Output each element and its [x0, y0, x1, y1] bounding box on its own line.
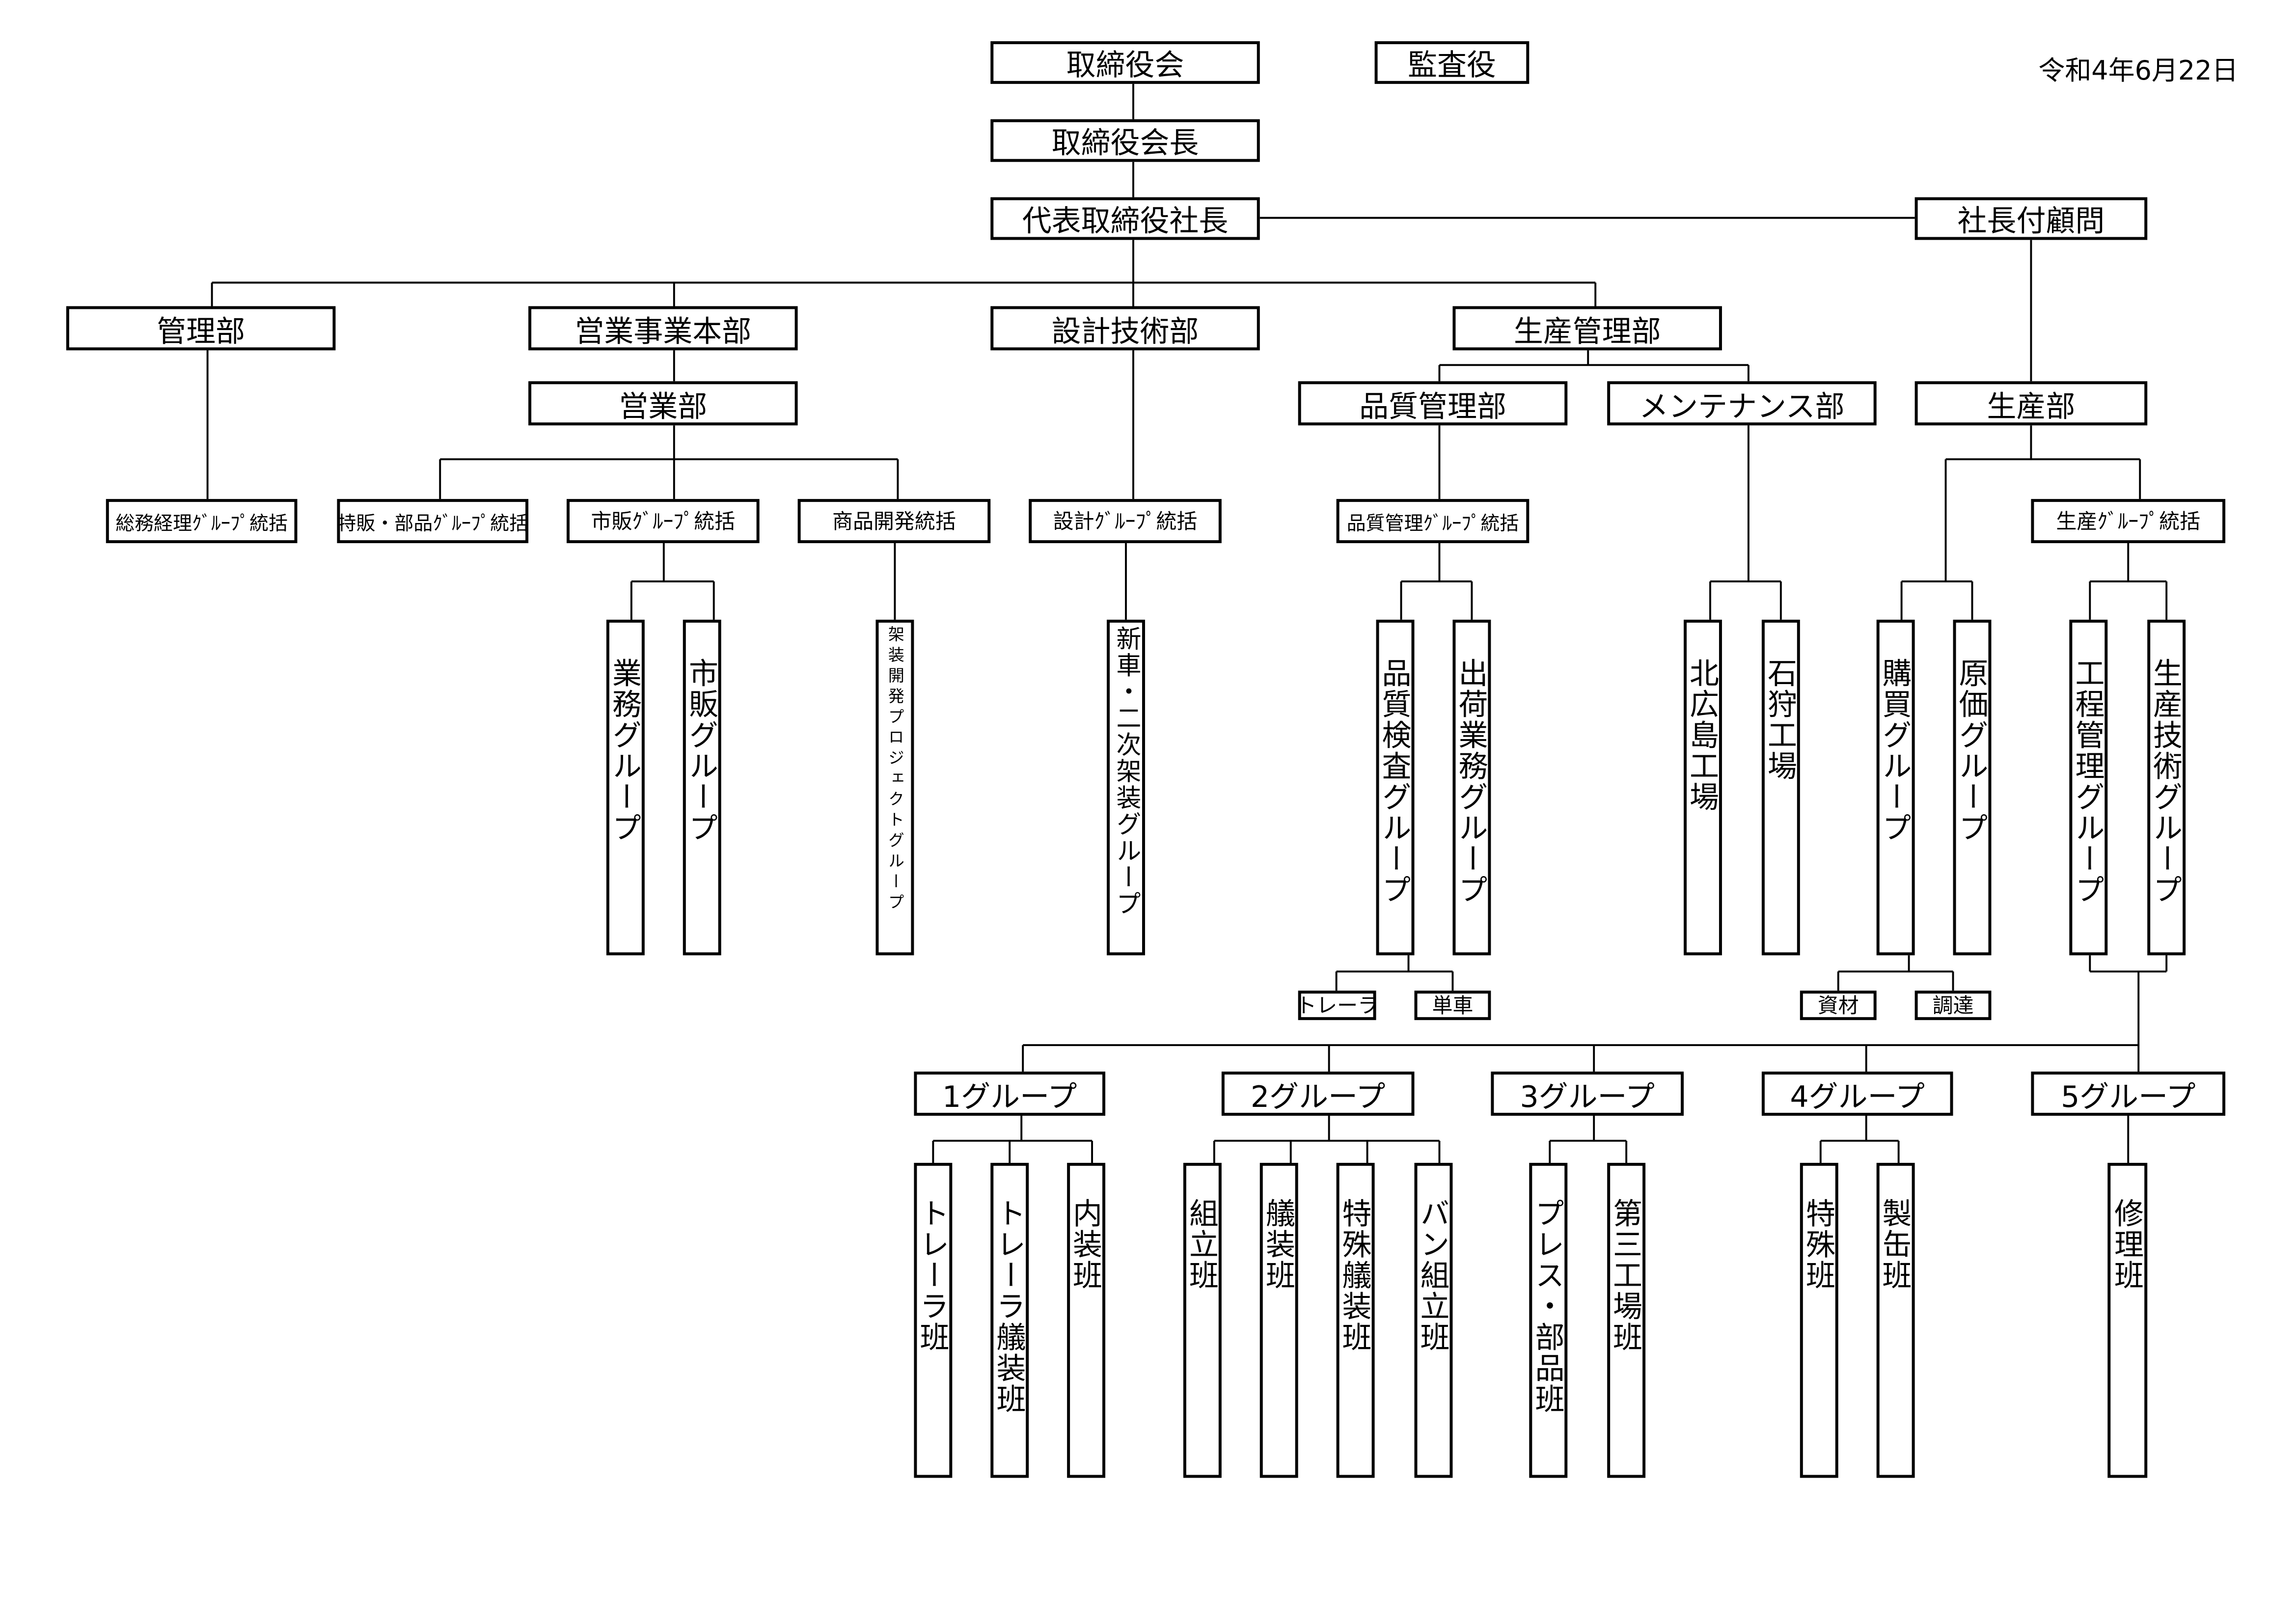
sales-hq-box: 営業事業本部 [528, 306, 798, 351]
production-dept-box: 生産部 [1914, 381, 2148, 426]
team-box: 内装班 [1067, 1162, 1106, 1478]
team-box: 特殊艤装班 [1336, 1162, 1375, 1478]
design-dept-box: 設計技術部 [990, 306, 1260, 351]
team-box: トレーラ班 [914, 1162, 953, 1478]
team-box: 特殊班 [1800, 1162, 1838, 1478]
prod-tech-group-box: 生産技術グループ [2147, 619, 2186, 956]
ishikari-plant-box: 石狩工場 [1761, 619, 1800, 956]
board-box: 取締役会 [990, 41, 1260, 84]
group-4-box: 4グループ [1761, 1072, 1953, 1116]
prod-mgmt-dept-box: 生産管理部 [1452, 306, 1722, 351]
process-mgmt-group-box: 工程管理グループ [2069, 619, 2108, 956]
group-3-box: 3グループ [1491, 1072, 1684, 1116]
team-box: プレス・部品班 [1529, 1162, 1568, 1478]
president-box: 代表取締役社長 [990, 197, 1260, 240]
motorcycle-sub-box: 単車 [1414, 991, 1491, 1020]
team-box: 製缶班 [1876, 1162, 1915, 1478]
inspection-group-box: 品質検査グループ [1376, 619, 1415, 956]
trailer-sub-box: トレーラ [1298, 991, 1376, 1020]
new-car-group-box: 新車・二次架装グループ [1107, 619, 1145, 956]
body-dev-project-group-box: 架装開発プロジェクトグループ [875, 619, 914, 956]
general-affairs-lead-box: 総務経理ｸﾞﾙｰﾌﾟ統括 [106, 499, 298, 544]
team-box: 第三工場班 [1607, 1162, 1646, 1478]
group-5-box: 5グループ [2031, 1072, 2226, 1116]
chairman-box: 取締役会長 [990, 119, 1260, 162]
quality-dept-box: 品質管理部 [1298, 381, 1568, 426]
team-box: 艤装班 [1259, 1162, 1298, 1478]
special-sales-lead-box: 特販・部品ｸﾞﾙｰﾌﾟ統括 [337, 499, 529, 544]
cost-group-box: 原価グループ [1953, 619, 1992, 956]
business-group-box: 業務グループ [606, 619, 645, 956]
product-dev-lead-box: 商品開発統括 [797, 499, 991, 544]
retail-group-box: 市販グループ [683, 619, 721, 956]
auditor-box: 監査役 [1374, 41, 1530, 84]
sales-dept-box: 営業部 [528, 381, 798, 426]
materials-sub-box: 資材 [1800, 991, 1877, 1020]
team-box: 修理班 [2107, 1162, 2148, 1478]
shipping-group-box: 出荷業務グループ [1452, 619, 1491, 956]
production-lead-box: 生産ｸﾞﾙｰﾌﾟ統括 [2031, 499, 2226, 544]
advisor-box: 社長付顧問 [1914, 197, 2148, 240]
retail-lead-box: 市販ｸﾞﾙｰﾌﾟ統括 [566, 499, 760, 544]
group-1-box: 1グループ [914, 1072, 1106, 1116]
kitahiroshima-plant-box: 北広島工場 [1684, 619, 1722, 956]
team-box: 組立班 [1183, 1162, 1222, 1478]
maintenance-dept-box: メンテナンス部 [1607, 381, 1877, 426]
design-lead-box: 設計ｸﾞﾙｰﾌﾟ統括 [1029, 499, 1222, 544]
date-label: 令和4年6月22日 [2038, 55, 2239, 87]
purchasing-group-box: 購買グループ [1876, 619, 1915, 956]
group-2-box: 2グループ [1221, 1072, 1415, 1116]
team-box: バン組立班 [1414, 1162, 1453, 1478]
admin-dept-box: 管理部 [66, 306, 336, 351]
procurement-sub-box: 調達 [1914, 991, 1992, 1020]
quality-lead-box: 品質管理ｸﾞﾙｰﾌﾟ統括 [1336, 499, 1530, 544]
team-box: トレーラ艤装班 [990, 1162, 1029, 1478]
